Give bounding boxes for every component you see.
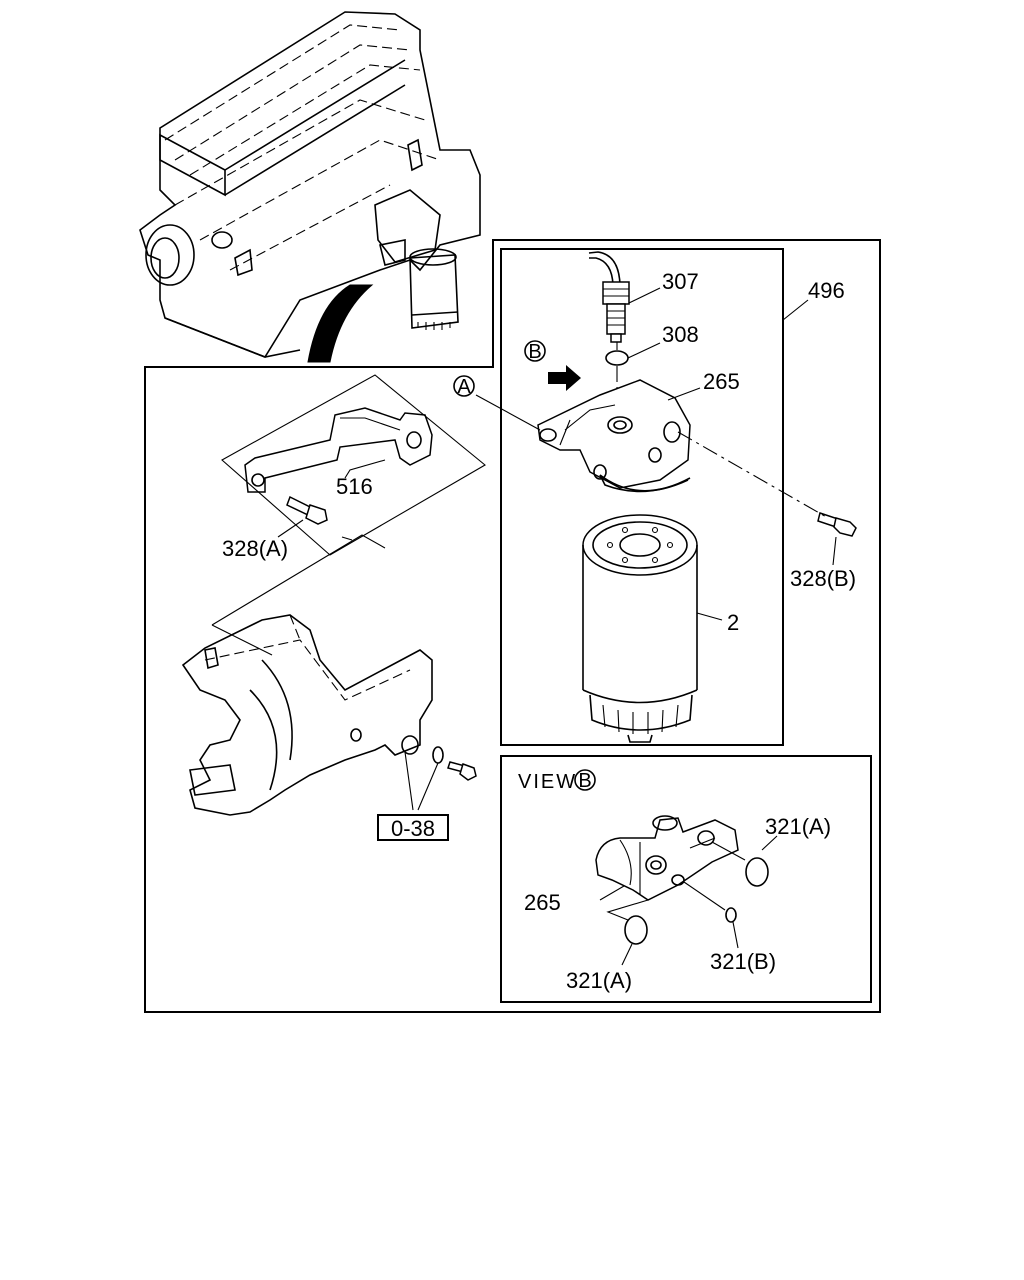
marker-a: A	[457, 376, 471, 398]
callout-516: 516	[336, 474, 373, 499]
callout-265-view: 265	[524, 890, 561, 915]
ref-box-o38	[377, 814, 449, 841]
ref-o38: 0-38	[391, 816, 435, 841]
callout-328b: 328(B)	[790, 566, 856, 591]
callout-321a-bottom: 321(A)	[566, 968, 632, 993]
o-ring-321a-bottom	[624, 915, 648, 945]
o-ring-321a-right	[745, 857, 769, 887]
washer	[432, 746, 444, 764]
callout-328a: 328(A)	[222, 536, 288, 561]
marker-a-circle	[453, 375, 475, 397]
filter-assembly-box	[500, 248, 784, 746]
filter-head-265	[537, 379, 691, 493]
callout-321b: 321(B)	[710, 949, 776, 974]
view-label: VIEW	[518, 771, 577, 793]
outer-frame	[144, 239, 881, 1013]
callout-265-top: 265	[703, 369, 740, 394]
mount-bolt	[447, 761, 477, 781]
callout-321a-right: 321(A)	[765, 814, 831, 839]
callout-307: 307	[662, 269, 699, 294]
bolt-328b	[817, 512, 857, 537]
view-b-box	[500, 755, 872, 1003]
bracket-outline	[221, 374, 486, 556]
marker-b: B	[528, 341, 541, 363]
bracket-516	[244, 407, 433, 493]
callout-308: 308	[662, 322, 699, 347]
callout-496: 496	[808, 278, 845, 303]
engine-mount-illustration	[181, 534, 433, 816]
o-ring-321b	[725, 907, 737, 923]
view-letter-circle	[574, 769, 596, 791]
view-b-arrow	[548, 365, 581, 391]
filter-element-2	[582, 514, 698, 743]
marker-b-circle	[524, 340, 546, 362]
view-letter: B	[578, 770, 591, 792]
sensor-307	[588, 251, 630, 343]
engine-overview-illustration	[139, 11, 481, 363]
callout-2: 2	[727, 610, 739, 635]
bolt-328a	[286, 495, 328, 525]
view-b-head-illustration	[595, 815, 739, 901]
o-ring-308	[605, 350, 629, 366]
